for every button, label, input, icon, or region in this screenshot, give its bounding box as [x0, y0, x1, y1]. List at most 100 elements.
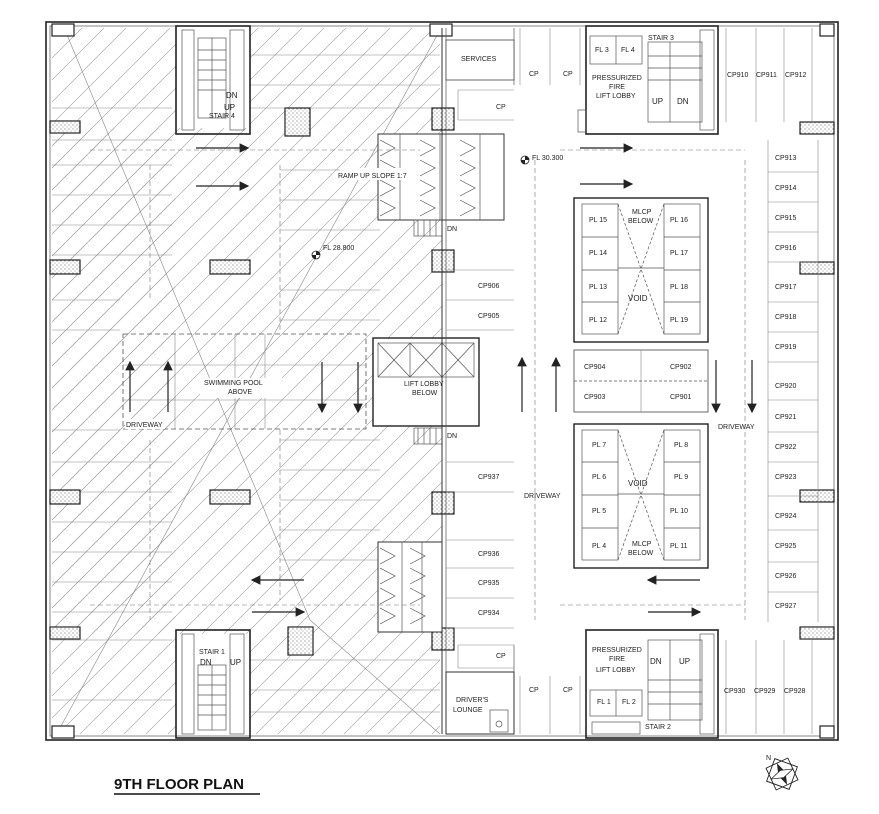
cp926: CP926 — [775, 573, 797, 580]
cp927: CP927 — [775, 603, 797, 610]
lift-lobby-label-2: BELOW — [412, 390, 438, 397]
cp-top-1: CP — [529, 71, 539, 78]
stair-3-core — [577, 25, 719, 135]
cp901: CP901 — [670, 394, 692, 401]
cp923: CP923 — [775, 474, 797, 481]
services-label: SERVICES — [461, 56, 497, 63]
driveway-left-label: DRIVEWAY — [126, 422, 163, 429]
lift-core-bottom — [573, 423, 709, 569]
stair-1-dn: DN — [200, 658, 212, 667]
pool-label-2: ABOVE — [228, 389, 252, 396]
cp935: CP935 — [478, 580, 500, 587]
level-marker-mid — [311, 250, 321, 260]
stair-4-dn: DN — [226, 91, 238, 100]
cp914: CP914 — [775, 185, 797, 192]
pressurized-bottom-2: FIRE — [609, 656, 625, 663]
pl4: PL 4 — [592, 543, 606, 550]
pressurized-top-1: PRESSURIZED — [592, 75, 642, 82]
cp937: CP937 — [478, 474, 500, 481]
void-bottom: VOID — [628, 479, 648, 488]
level-marker-top — [520, 155, 530, 165]
pool-label-1: SWIMMING POOL — [204, 380, 263, 387]
north-arrow-icon — [765, 757, 799, 791]
cp-top-2: CP — [563, 71, 573, 78]
lift-lobby — [372, 337, 480, 427]
stair-3-label: STAIR 3 — [648, 35, 674, 42]
fl2-label: FL 2 — [622, 699, 636, 706]
center-cp-strip — [573, 349, 709, 413]
pl6: PL 6 — [592, 474, 606, 481]
stair-1-up: UP — [230, 658, 241, 667]
ramp-lower — [377, 541, 443, 633]
cp-bottom-1: CP — [529, 687, 539, 694]
stair-1 — [175, 629, 251, 739]
lane-markings — [90, 149, 746, 620]
stair-2-up: UP — [679, 657, 690, 666]
cp913: CP913 — [775, 155, 797, 162]
stair-3-dn: DN — [677, 97, 689, 106]
fl3-label: FL 3 — [595, 47, 609, 54]
cp934: CP934 — [478, 610, 500, 617]
cp906: CP906 — [478, 283, 500, 290]
cp915: CP915 — [775, 215, 797, 222]
swimming-pool-outline — [122, 333, 367, 430]
cp905: CP905 — [478, 313, 500, 320]
pl14: PL 14 — [589, 250, 607, 257]
pl10: PL 10 — [670, 508, 688, 515]
right-parking-stalls — [725, 28, 819, 734]
cp-center-bottom: CP — [496, 653, 506, 660]
pressurized-top-3: LIFT LOBBY — [596, 93, 636, 100]
fl4-label: FL 4 — [621, 47, 635, 54]
lift-core-top — [573, 197, 709, 343]
cp925: CP925 — [775, 543, 797, 550]
page-title: 9TH FLOOR PLAN — [114, 776, 244, 793]
stair-2-core — [585, 629, 719, 739]
cp924: CP924 — [775, 513, 797, 520]
pl15: PL 15 — [589, 217, 607, 224]
stair-4-up: UP — [224, 103, 235, 112]
cp904: CP904 — [584, 364, 606, 371]
top-cp-bays — [519, 28, 581, 734]
pl17: PL 17 — [670, 250, 688, 257]
drivers-lounge — [445, 671, 515, 735]
cp929: CP929 — [754, 688, 776, 695]
traffic-arrows — [125, 143, 757, 617]
cp910: CP910 — [727, 72, 749, 79]
pl13: PL 13 — [589, 284, 607, 291]
cp917: CP917 — [775, 284, 797, 291]
hatched-slab — [52, 28, 442, 734]
cp921: CP921 — [775, 414, 797, 421]
pl7: PL 7 — [592, 442, 606, 449]
pl9: PL 9 — [674, 474, 688, 481]
mlcp-top-1: MLCP — [632, 209, 652, 216]
void-top: VOID — [628, 294, 648, 303]
pl16: PL 16 — [670, 217, 688, 224]
mlcp-top-2: BELOW — [628, 218, 654, 225]
driveway-center-label: DRIVEWAY — [524, 493, 561, 500]
pl18: PL 18 — [670, 284, 688, 291]
cp936: CP936 — [478, 551, 500, 558]
driveway-right-label: DRIVEWAY — [718, 424, 755, 431]
pressurized-bottom-1: PRESSURIZED — [592, 647, 642, 654]
mlcp-bottom-1: MLCP — [632, 541, 652, 548]
cp918: CP918 — [775, 314, 797, 321]
drivers-lounge-label-1: DRIVER'S — [456, 697, 489, 704]
stair-4-label: STAIR 4 — [209, 113, 235, 120]
level-mid-label: FL 28.800 — [323, 245, 354, 252]
center-strip — [441, 28, 515, 734]
cp928: CP928 — [784, 688, 806, 695]
cp-bottom-2: CP — [563, 687, 573, 694]
structural-columns — [49, 23, 835, 739]
pl19: PL 19 — [670, 317, 688, 324]
fl1-label: FL 1 — [597, 699, 611, 706]
stair-1-label: STAIR 1 — [199, 649, 225, 656]
lift-lobby-label-1: LIFT LOBBY — [404, 381, 444, 388]
cp922: CP922 — [775, 444, 797, 451]
cp916: CP916 — [775, 245, 797, 252]
pl11: PL 11 — [670, 543, 688, 550]
pressurized-top-2: FIRE — [609, 84, 625, 91]
cp912: CP912 — [785, 72, 807, 79]
stair-2-label: STAIR 2 — [645, 724, 671, 731]
level-top-label: FL 30.300 — [532, 155, 563, 162]
